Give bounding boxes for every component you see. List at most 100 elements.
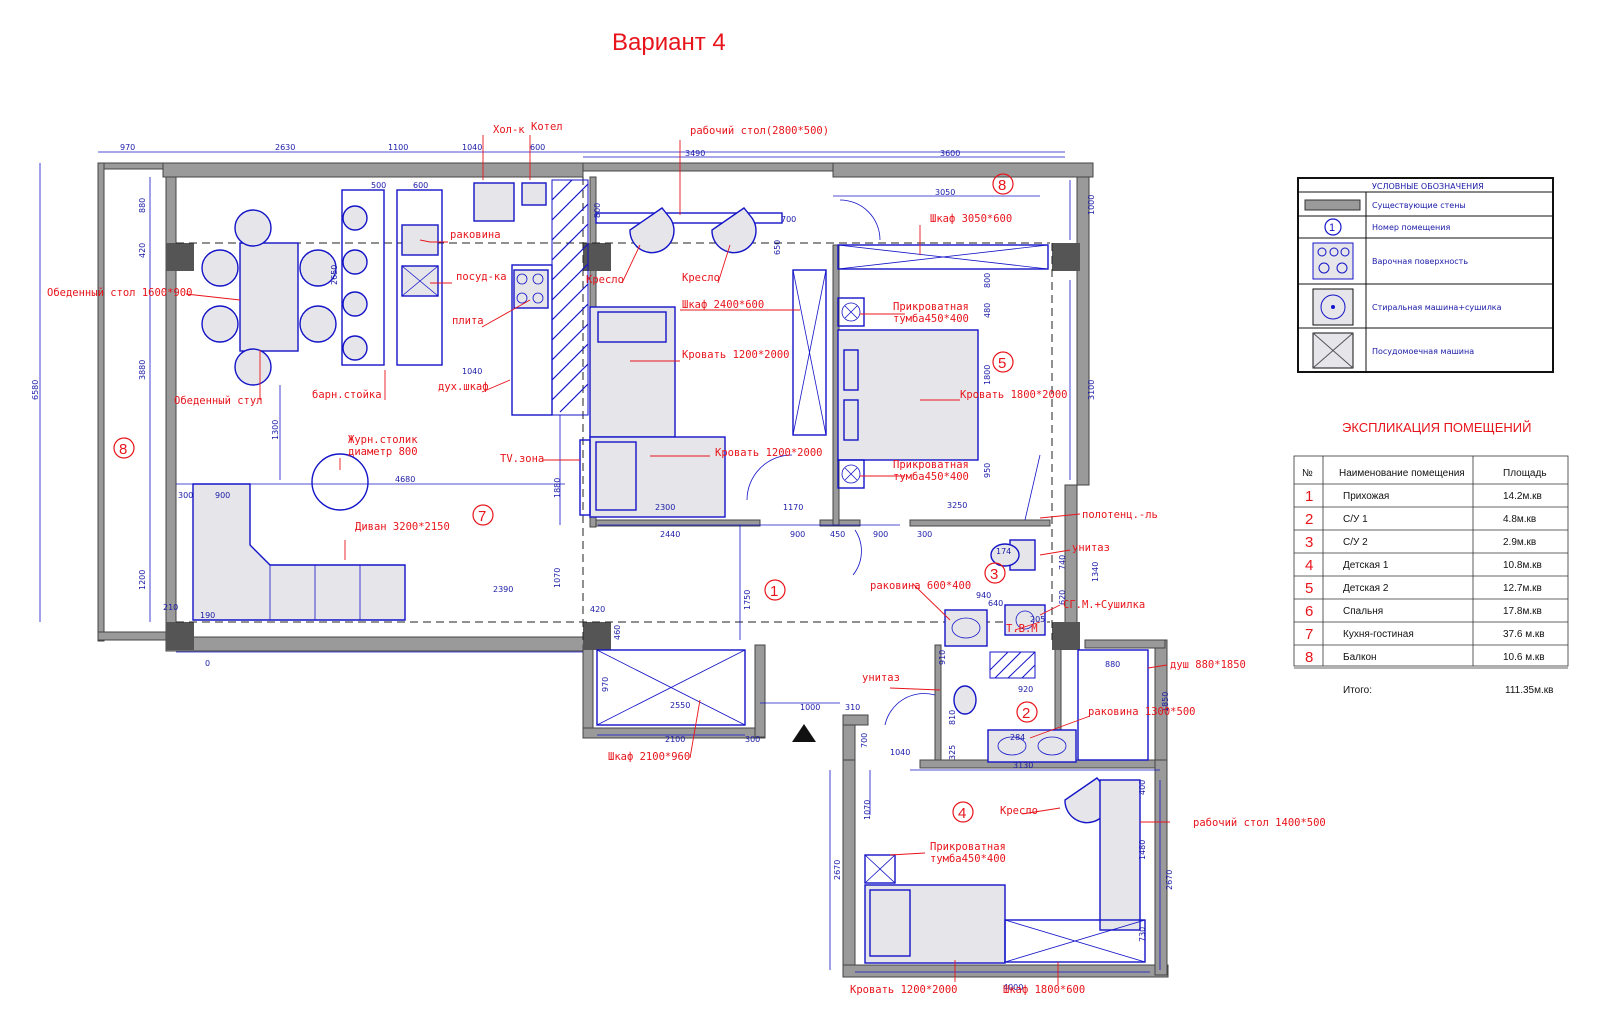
label-nightstand-2b: тумба450*400 — [893, 471, 969, 483]
svg-text:970: 970 — [120, 143, 135, 152]
annotation-leaders — [185, 135, 1170, 985]
svg-text:3600: 3600 — [940, 149, 960, 158]
svg-text:700: 700 — [781, 215, 796, 224]
explication-row-num: 3 — [1305, 534, 1313, 551]
svg-text:3880: 3880 — [138, 360, 147, 380]
room-number-3: 3 — [990, 566, 998, 583]
label-dining-chair: Обеденный стул — [174, 395, 263, 407]
label-wardrobe-2400: Шкаф 2400*600 — [682, 299, 764, 311]
svg-text:2670: 2670 — [1165, 870, 1174, 890]
svg-text:284: 284 — [1010, 733, 1025, 742]
explication-row-name: Кухня-гостиная — [1343, 629, 1414, 640]
svg-text:2550: 2550 — [670, 701, 690, 710]
svg-text:1000: 1000 — [1087, 195, 1096, 215]
label-tv-zone: TV.зона — [500, 453, 544, 465]
legend: УСЛОВНЫЕ ОБОЗНАЧЕНИЯ Существующие стены … — [1297, 177, 1554, 373]
svg-text:6580: 6580 — [31, 380, 40, 400]
svg-text:1340: 1340 — [1091, 562, 1100, 582]
legend-item-washer: Стиральная машина+сушилка — [1372, 303, 1502, 312]
label-desk: рабочий стол(2800*500) — [690, 125, 829, 137]
room-number-1: 1 — [770, 583, 778, 600]
label-wardrobe-2100: Шкаф 2100*960 — [608, 751, 690, 763]
label-sink-1300: раковина 1300*500 — [1088, 706, 1195, 718]
label-nightstand-1b: тумба450*400 — [893, 313, 969, 325]
svg-text:1480: 1480 — [1138, 840, 1147, 860]
svg-text:1070: 1070 — [863, 800, 872, 820]
dimension-texts: 970 2630 1100 1040 600 3490 3600 3050 50… — [31, 143, 1174, 992]
explication-header-num: № — [1302, 468, 1313, 479]
explication-row-area: 2.9м.кв — [1503, 537, 1536, 548]
label-armchair-2: Кресло — [682, 272, 720, 284]
svg-text:1750: 1750 — [743, 590, 752, 610]
explication-row-name: С/У 1 — [1343, 514, 1368, 525]
legend-room-sample: 1 — [1329, 222, 1335, 234]
label-coffee-table-b: диаметр 800 — [348, 446, 418, 458]
svg-text:500: 500 — [371, 181, 386, 190]
svg-text:300: 300 — [745, 735, 760, 744]
legend-item-walls: Существующие стены — [1372, 201, 1466, 210]
label-tvm: Т.В.М — [1006, 623, 1038, 635]
label-boiler: Котел — [531, 121, 563, 133]
svg-text:210: 210 — [163, 603, 178, 612]
svg-text:300: 300 — [917, 530, 932, 539]
label-towel-rail: полотенц.-ль — [1082, 509, 1158, 521]
svg-text:1880: 1880 — [553, 478, 562, 498]
svg-text:800: 800 — [593, 203, 602, 218]
label-dishwasher: посуд-ка — [456, 271, 507, 283]
svg-text:2670: 2670 — [833, 860, 842, 880]
svg-text:480: 480 — [983, 303, 992, 318]
explication-row-num: 2 — [1305, 511, 1313, 528]
label-wardrobe-1800: Шкаф 1800*600 — [1003, 984, 1085, 996]
explication-row-num: 4 — [1305, 557, 1313, 574]
svg-text:880: 880 — [138, 198, 147, 213]
label-dining-table: Обеденный стол 1600*900 — [47, 287, 192, 299]
explication-row-name: Спальня — [1343, 606, 1383, 617]
label-shower: душ 880*1850 — [1170, 659, 1246, 671]
svg-text:900: 900 — [215, 491, 230, 500]
explication-total-label: Итого: — [1343, 685, 1372, 696]
svg-text:1040: 1040 — [462, 367, 482, 376]
svg-text:1170: 1170 — [783, 503, 803, 512]
svg-text:420: 420 — [590, 605, 605, 614]
svg-text:900: 900 — [873, 530, 888, 539]
svg-text:1040: 1040 — [890, 748, 910, 757]
explication-row-area: 4.8м.кв — [1503, 514, 1536, 525]
svg-text:400: 400 — [1138, 780, 1147, 795]
label-bed-1: Кровать 1200*2000 — [682, 349, 789, 361]
room-number-4: 4 — [958, 805, 966, 822]
svg-text:700: 700 — [860, 733, 869, 748]
svg-text:2300: 2300 — [655, 503, 675, 512]
svg-text:205: 205 — [1030, 615, 1045, 624]
explication-row-area: 37.6 м.кв — [1503, 629, 1545, 640]
svg-text:740: 740 — [1058, 555, 1067, 570]
legend-item-hob: Варочная поверхность — [1372, 257, 1468, 266]
svg-text:810: 810 — [948, 710, 957, 725]
explication-row-area: 10.8м.кв — [1503, 560, 1542, 571]
legend-item-dishwasher: Посудомоечная машина — [1372, 347, 1474, 356]
label-bar-counter: барн.стойка — [312, 389, 382, 401]
svg-text:3130: 3130 — [1013, 761, 1033, 770]
explication-table: ЭКСПЛИКАЦИЯ ПОМЕЩЕНИЙ № Наименование пом… — [1293, 420, 1569, 696]
label-oven: дух.шкаф — [438, 381, 489, 393]
label-wardrobe-3050: Шкаф 3050*600 — [930, 213, 1012, 225]
svg-text:800: 800 — [983, 273, 992, 288]
svg-text:0: 0 — [205, 659, 210, 668]
svg-text:1850: 1850 — [1161, 692, 1170, 712]
svg-text:2390: 2390 — [493, 585, 513, 594]
svg-text:1100: 1100 — [388, 143, 408, 152]
label-coffee-table-a: Журн.столик — [348, 434, 418, 446]
explication-row-area: 12.7м.кв — [1503, 583, 1542, 594]
svg-text:920: 920 — [1018, 685, 1033, 694]
room-number-7: 7 — [478, 508, 486, 525]
room-number-8-left: 8 — [119, 441, 127, 458]
svg-text:2440: 2440 — [660, 530, 680, 539]
label-nightstand-1a: Прикроватная — [893, 301, 969, 313]
svg-text:620: 620 — [1058, 590, 1067, 605]
label-sink-kitchen: раковина — [450, 229, 501, 241]
svg-text:640: 640 — [988, 599, 1003, 608]
svg-text:300: 300 — [178, 491, 193, 500]
svg-text:730: 730 — [1138, 927, 1147, 942]
